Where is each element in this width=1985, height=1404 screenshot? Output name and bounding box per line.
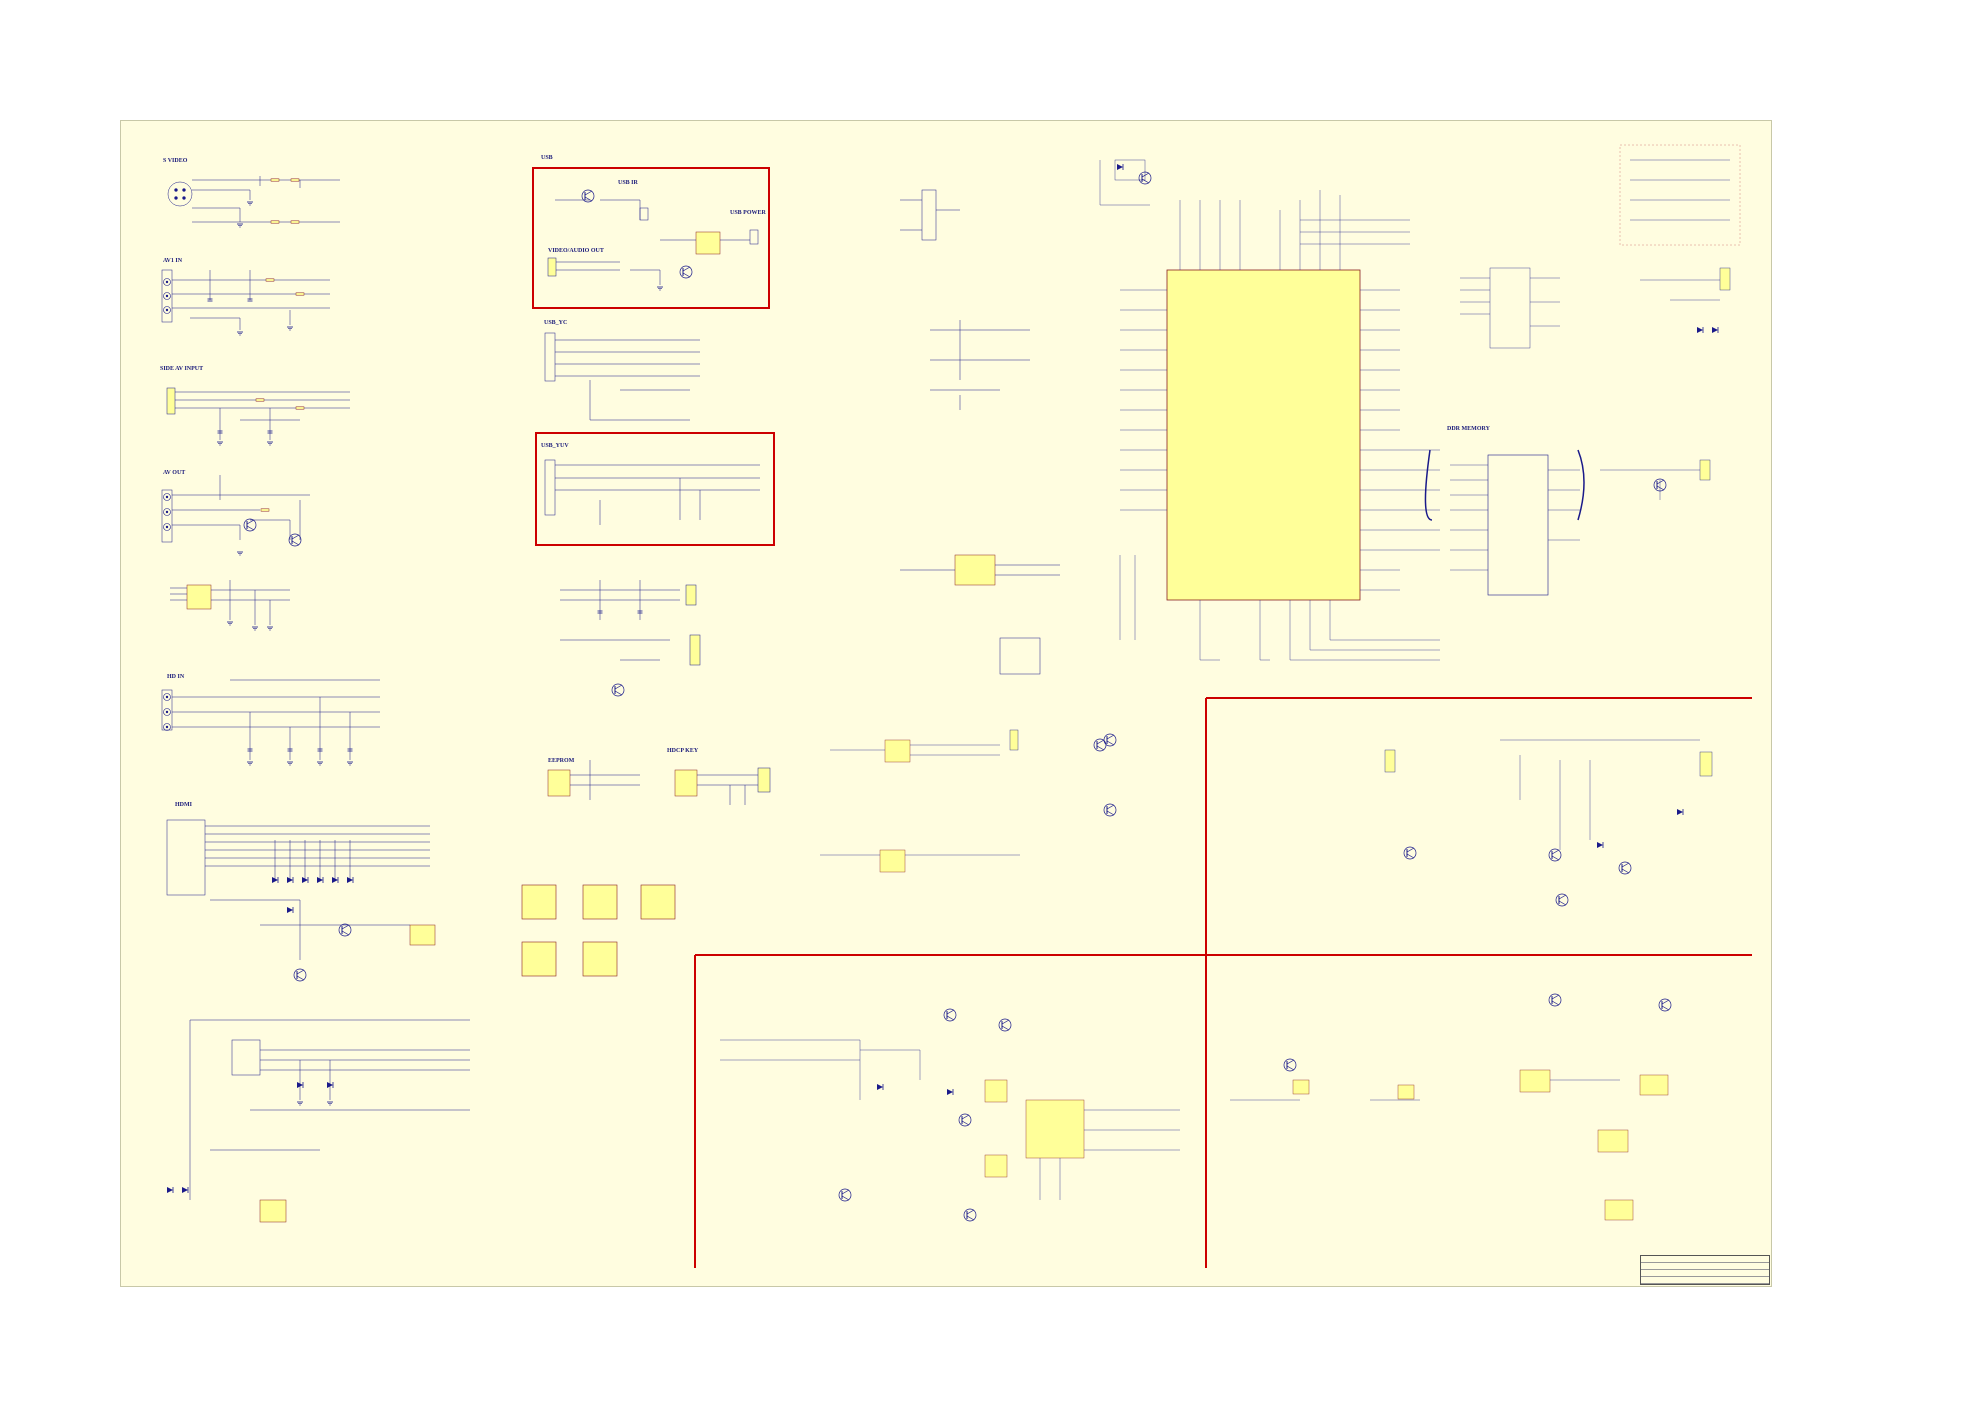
section-dividers xyxy=(694,697,1752,1268)
block-title-eeprom: EEPROM xyxy=(548,758,575,764)
block-title-av1-in: AV1 IN xyxy=(163,258,183,264)
lamp-driver-section xyxy=(720,1039,1180,1200)
block-title-usb-ir: USB IR xyxy=(618,180,638,186)
block-title-hd-in: HD IN xyxy=(167,674,185,680)
block-title-hdcp-key: HDCP KEY xyxy=(667,748,699,754)
side-av-input-section xyxy=(166,387,350,440)
diode-icon xyxy=(286,906,294,914)
power-switch-section xyxy=(1600,144,1741,500)
ic-chip-icon xyxy=(1166,269,1361,601)
block-title-usb-yuv: USB_YUV xyxy=(541,443,569,449)
block-title-ddr-memory: DDR MEMORY xyxy=(1447,426,1490,432)
av-switch-ic xyxy=(170,580,290,625)
block-title-s-video: S VIDEO xyxy=(163,158,188,164)
vga-section xyxy=(189,1019,470,1223)
hdmi-section xyxy=(166,819,436,960)
eeprom-hdcp xyxy=(547,760,771,805)
block-title-av-out: AV OUT xyxy=(163,470,186,476)
backlight-section xyxy=(1384,739,1713,850)
block-title-usb-yc: USB_YC xyxy=(544,320,568,326)
ddr-memory-chip xyxy=(1424,449,1585,596)
av-out-section xyxy=(161,475,310,543)
s-video-section xyxy=(167,176,340,223)
connector-icon xyxy=(167,181,193,207)
sdram-section xyxy=(1460,267,1560,349)
tuner-io-section xyxy=(560,580,701,666)
regulators-bottom-right xyxy=(1230,1069,1669,1221)
transistor-icon xyxy=(243,518,257,532)
block-title-usb: USB xyxy=(541,155,553,161)
title-block xyxy=(1640,1255,1770,1285)
block-title-video-audio-out: VIDEO/AUDIO OUT xyxy=(548,248,604,254)
block-title-usb-power: USB POWER xyxy=(730,210,766,216)
ir-led-section xyxy=(900,189,1060,675)
hd-in-section xyxy=(161,679,380,760)
dc-dc-section xyxy=(820,729,1020,873)
block-title-hdmi: HDMI xyxy=(175,802,192,808)
av1-in-section xyxy=(161,269,330,330)
regulator-array xyxy=(521,884,676,977)
block-title-side-av-input: SIDE AV INPUT xyxy=(160,366,204,372)
usb-box xyxy=(532,167,775,546)
